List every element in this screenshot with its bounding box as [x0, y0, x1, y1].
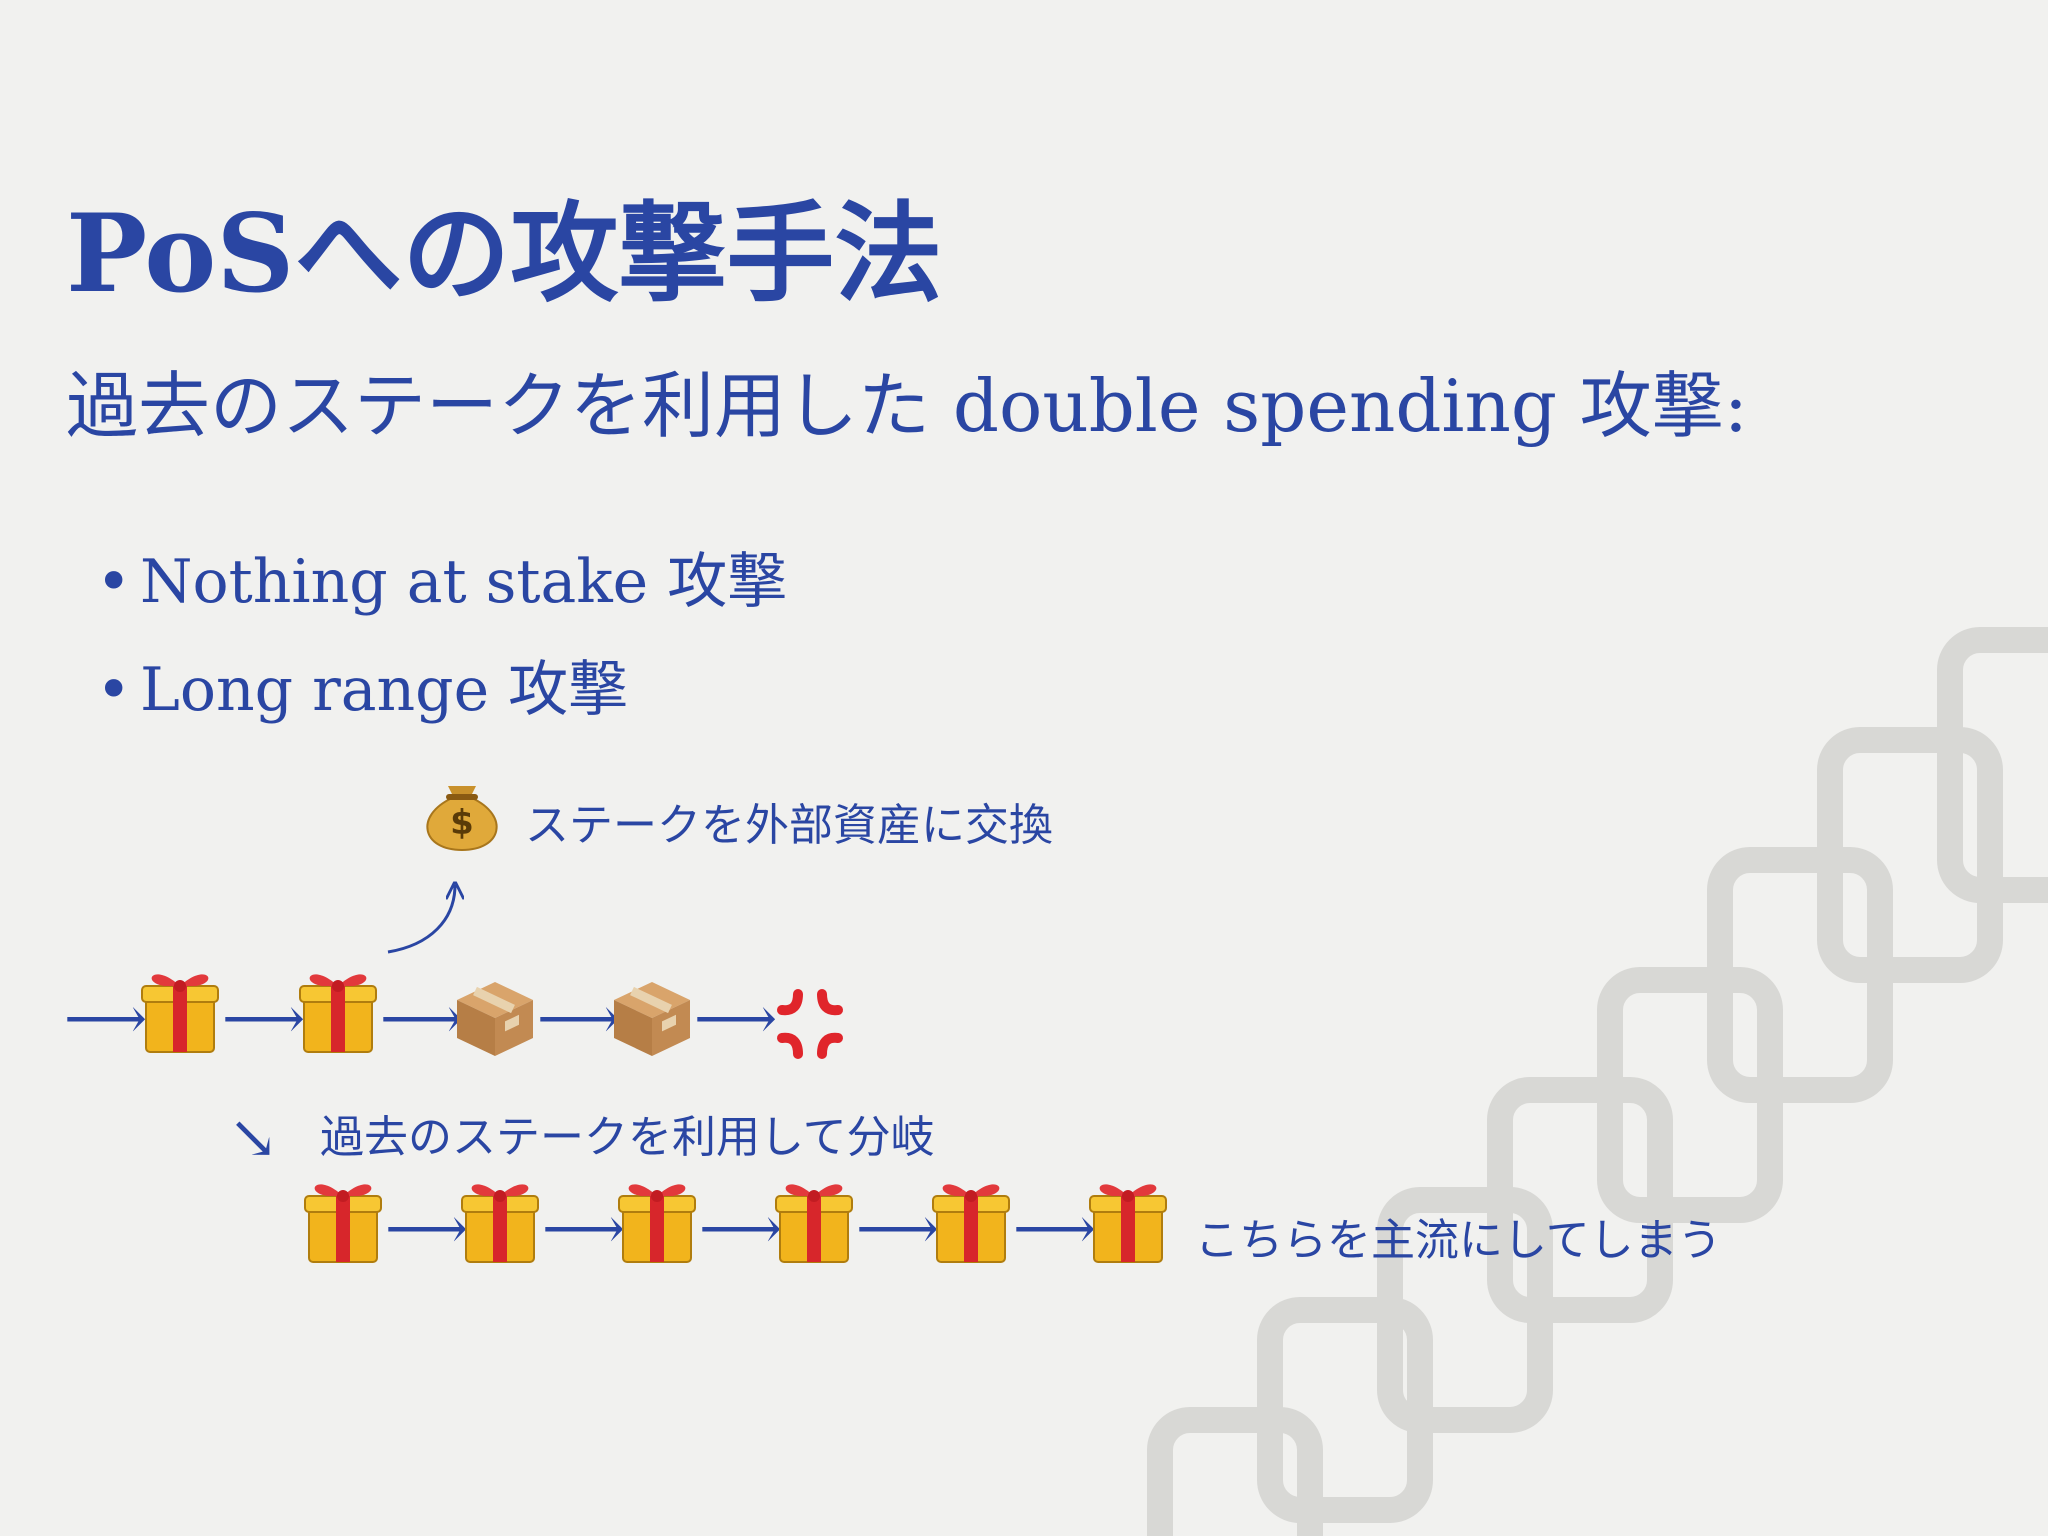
- gift-icon: [299, 973, 377, 1053]
- fork-label: 過去のステークを利用して分岐: [320, 1112, 935, 1163]
- money-bag-icon: $: [426, 785, 498, 851]
- gift-icon: [618, 1183, 696, 1263]
- exchange-label: ステークを外部資産に交換: [525, 800, 1053, 851]
- main-chain: ⟶ ⟶ ⟶ ⟶ ⟶: [64, 973, 838, 1056]
- svg-text:$: $: [450, 803, 474, 843]
- diagonal-arrow-icon: ↘: [228, 1103, 278, 1173]
- package-icon: [457, 982, 533, 1056]
- chain-arrow: ⟶: [1013, 1194, 1096, 1262]
- bullet-item: •Long range 攻撃: [96, 636, 787, 744]
- fork-result-label: こちらを主流にしてしまう: [1195, 1215, 1722, 1266]
- gift-icon: [775, 1183, 853, 1263]
- bullet-dot: •: [96, 655, 132, 725]
- chain-arrow: ⟶: [542, 1194, 625, 1262]
- chain-arrow: ⟶: [699, 1194, 782, 1262]
- chain-arrow: ⟶: [694, 984, 777, 1052]
- bullet-item: •Nothing at stake 攻撃: [96, 528, 787, 636]
- chain-arrow: ⟶: [222, 984, 305, 1052]
- bullet-dot: •: [96, 547, 132, 617]
- gift-icon: [932, 1183, 1010, 1263]
- slide-subtitle: 過去のステークを利用した double spending 攻撃:: [66, 364, 1749, 448]
- chain-arrow: ⟶: [537, 984, 620, 1052]
- chain-arrow: ⟶: [856, 1194, 939, 1262]
- chain-arrow: ⟶: [64, 984, 147, 1052]
- chain-arrow: ⟶: [385, 1194, 468, 1262]
- gift-icon: [461, 1183, 539, 1263]
- gift-icon: [141, 973, 219, 1053]
- slide-title: PoSへの攻撃手法: [66, 191, 943, 317]
- bullet-text: Nothing at stake 攻撃: [140, 547, 788, 617]
- gift-icon: [1089, 1183, 1167, 1263]
- gift-icon: [304, 1183, 382, 1263]
- bullet-list: •Nothing at stake 攻撃 •Long range 攻撃: [96, 528, 787, 744]
- anger-icon: [782, 994, 838, 1054]
- bullet-text: Long range 攻撃: [140, 655, 629, 725]
- fork-chain: ⟶ ⟶ ⟶ ⟶ ⟶: [304, 1183, 1167, 1263]
- curved-arrow-icon: [387, 885, 455, 954]
- chain-arrow: ⟶: [380, 984, 463, 1052]
- package-icon: [614, 982, 690, 1056]
